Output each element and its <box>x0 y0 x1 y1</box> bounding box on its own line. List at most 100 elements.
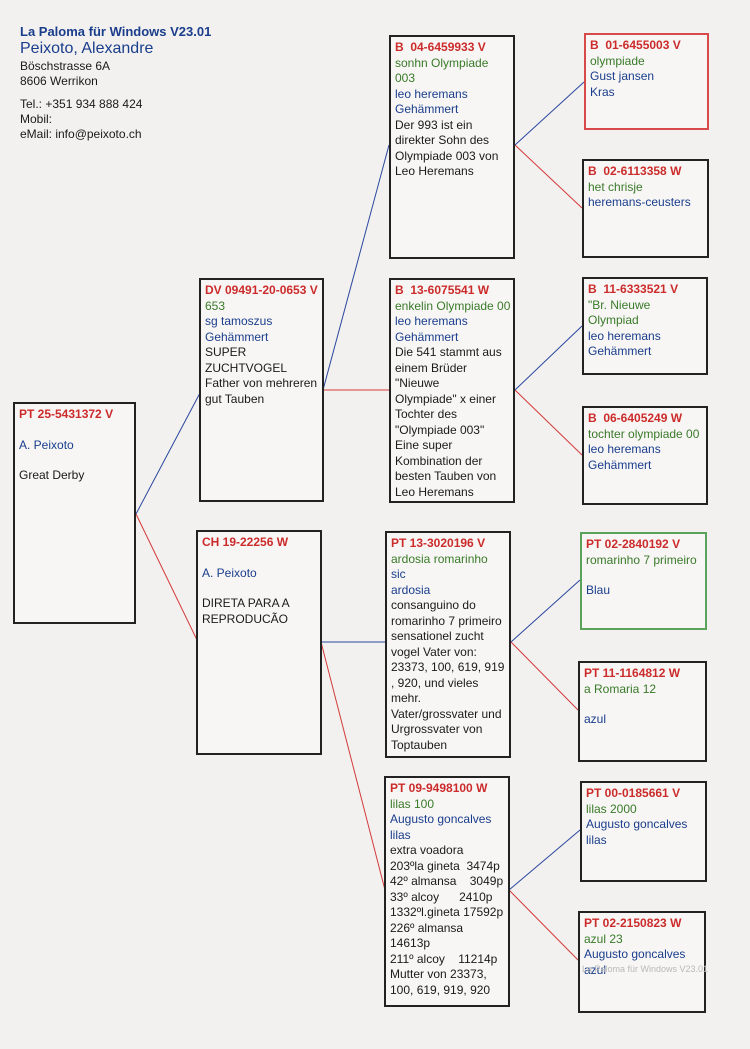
pigeon-card-father[interactable]: DV 09491-20-0653 V 653 sg tamoszus Gehäm… <box>199 278 324 502</box>
software-watermark: La Paloma für Windows V23.01 <box>582 964 709 974</box>
pigeon-line: 33º alcoy 2410p <box>390 889 493 904</box>
pigeon-line: Augusto goncalves <box>586 817 688 831</box>
breeder-header: La Paloma für Windows V23.01 Peixoto, Al… <box>20 24 211 142</box>
pigeon-line: sonhn Olympiade <box>395 55 489 70</box>
pigeon-line: het chrisje <box>588 179 643 194</box>
line-mm-mmm <box>508 889 579 961</box>
pigeon-line: Leo Heremans <box>395 164 474 178</box>
pigeon-line: Kombination der <box>395 453 483 468</box>
owner-email: eMail: info@peixoto.ch <box>20 127 142 141</box>
pigeon-line: Mutter von 23373, <box>390 967 487 981</box>
pigeon-card-mff[interactable]: PT 02-2840192 V romarinho 7 primeiro Bla… <box>580 532 707 630</box>
pigeon-line: Gehämmert <box>588 457 652 472</box>
line-mm-mmf <box>508 829 581 891</box>
pigeon-line: heremans-ceusters <box>588 195 691 209</box>
ring-number: B 02-6113358 W <box>588 164 682 178</box>
pigeon-line: lilas <box>390 827 411 842</box>
ring-number: PT 02-2150823 W <box>584 916 682 930</box>
pigeon-line: Eine super <box>395 438 453 452</box>
pigeon-line: azul <box>584 712 607 726</box>
pigeon-line: DIRETA PARA A <box>202 596 290 610</box>
pigeon-line: 003 <box>395 71 416 85</box>
owner-mobil: Mobil: <box>20 112 53 126</box>
owner-city: 8606 Werrikon <box>20 74 98 88</box>
pigeon-line: romarinho 7 primeiro <box>391 613 502 628</box>
pigeon-line: sensationel zucht <box>391 629 484 643</box>
owner-name: Peixoto, Alexandre <box>20 40 154 57</box>
pigeon-line: "Nieuwe <box>395 376 440 390</box>
pigeon-card-ffm[interactable]: B 02-6113358 W het chrisje heremans-ceus… <box>582 159 709 258</box>
pigeon-line: Die 541 stammt aus <box>395 345 502 359</box>
pigeon-card-mfm[interactable]: PT 11-1164812 W a Romaria 12 azul <box>578 661 707 762</box>
pigeon-line: ardosia <box>391 582 431 597</box>
pigeon-line: Vater/grossvater und <box>391 706 502 721</box>
pigeon-line: Gehämmert <box>395 102 459 116</box>
pigeon-line: olympiade <box>590 53 645 68</box>
pigeon-card-fff[interactable]: B 01-6455003 V olympiade Gust jansen Kra… <box>584 33 709 130</box>
line-mf-mfm <box>510 641 579 711</box>
pigeon-line: 100, 619, 919, 920 <box>390 982 491 997</box>
pigeon-line: Toptauben <box>391 737 448 752</box>
pigeon-card-subject[interactable]: PT 25-5431372 V A. Peixoto Great Derby <box>13 402 136 624</box>
ring-number: PT 00-0185661 V <box>586 786 681 800</box>
ring-number: B 11-6333521 V <box>588 282 679 296</box>
pigeon-line: besten Tauben von <box>395 469 497 483</box>
pigeon-card-mmm[interactable]: PT 02-2150823 W azul 23 Augusto goncalve… <box>578 911 706 1013</box>
breeder-name: A. Peixoto <box>202 565 257 580</box>
pigeon-line: 203ºla gineta 3474p <box>390 858 500 873</box>
pigeon-line: Urgrossvater von <box>391 722 483 736</box>
ring-number: PT 25-5431372 V <box>19 407 114 421</box>
pigeon-line: Father von mehreren <box>205 376 318 390</box>
pigeon-line: lilas 2000 <box>586 801 637 816</box>
ring-number: B 06-6405249 W <box>588 411 683 425</box>
pigeon-line: vogel Vater von: <box>391 644 477 659</box>
pigeon-line: lilas <box>586 832 607 847</box>
pigeon-line: REPRODUCÃO <box>202 611 289 626</box>
line-ff-ffm <box>514 144 583 209</box>
pigeon-line: Olympiad <box>588 313 639 327</box>
ring-number: CH 19-22256 W <box>202 535 289 549</box>
pigeon-line: "Olympiade 003" <box>395 422 485 437</box>
pigeon-line: 23373, 100, 619, 919 <box>391 660 505 674</box>
app-title: La Paloma für Windows V23.01 <box>20 24 212 39</box>
pigeon-line: Leo Heremans <box>395 484 474 499</box>
line-subject-father <box>135 392 201 515</box>
pigeon-line: sg tamoszus <box>205 314 273 328</box>
pigeon-line: a Romaria 12 <box>584 681 657 696</box>
pigeon-card-mm[interactable]: PT 09-9498100 W lilas 100 Augusto goncal… <box>384 776 510 1007</box>
pigeon-card-ff[interactable]: B 04-6459933 V sonhn Olympiade 003 leo h… <box>389 35 515 259</box>
pigeon-card-fmm[interactable]: B 06-6405249 W tochter olympiade 00 leo … <box>582 406 708 505</box>
pigeon-line: leo heremans <box>588 328 661 343</box>
pigeon-line: leo heremans <box>395 86 468 101</box>
line-subject-mother <box>135 513 198 641</box>
pigeon-line: ardosia romarinho <box>391 551 488 566</box>
pigeon-line: sic <box>391 567 406 581</box>
pigeon-line: , 920, und vieles <box>391 675 479 690</box>
pigeon-line: Augusto goncalves <box>584 947 686 961</box>
ring-number: B 13-6075541 W <box>395 283 490 297</box>
pigeon-line: 211º alcoy 11214p <box>390 951 498 966</box>
pigeon-line: enkelin Olympiade 00 <box>395 298 511 313</box>
pigeon-line: azul <box>584 962 607 977</box>
ring-number: PT 09-9498100 W <box>390 781 488 795</box>
ring-number: PT 11-1164812 W <box>584 666 681 680</box>
pigeon-line: SUPER <box>205 345 247 359</box>
pigeon-line: romarinho 7 primeiro <box>586 552 697 567</box>
pigeon-line: Kras <box>590 84 615 99</box>
pigeon-card-mf[interactable]: PT 13-3020196 V ardosia romarinho sic ar… <box>385 531 511 758</box>
ring-number: PT 13-3020196 V <box>391 536 486 550</box>
pigeon-card-mother[interactable]: CH 19-22256 W A. Peixoto DIRETA PARA A R… <box>196 530 322 755</box>
breeder-name: A. Peixoto <box>19 437 74 452</box>
line-ff-fff <box>514 81 585 146</box>
pigeon-line: 42º almansa 3049p <box>390 874 504 888</box>
line-mf-mff <box>510 579 581 643</box>
pigeon-line: leo heremans <box>395 314 468 328</box>
pigeon-card-fm[interactable]: B 13-6075541 W enkelin Olympiade 00 leo … <box>389 278 515 503</box>
pigeon-card-mmf[interactable]: PT 00-0185661 V lilas 2000 Augusto gonca… <box>580 781 707 882</box>
pigeon-card-fmf[interactable]: B 11-6333521 V "Br. Nieuwe Olympiad leo … <box>582 277 708 375</box>
pigeon-line: 1332ºl.gineta 17592p <box>390 905 504 919</box>
pigeon-line: 653 <box>205 298 226 313</box>
owner-tel: Tel.: +351 934 888 424 <box>20 97 143 111</box>
pigeon-line: "Br. Nieuwe <box>588 297 651 312</box>
ring-number: DV 09491-20-0653 V <box>205 283 318 297</box>
